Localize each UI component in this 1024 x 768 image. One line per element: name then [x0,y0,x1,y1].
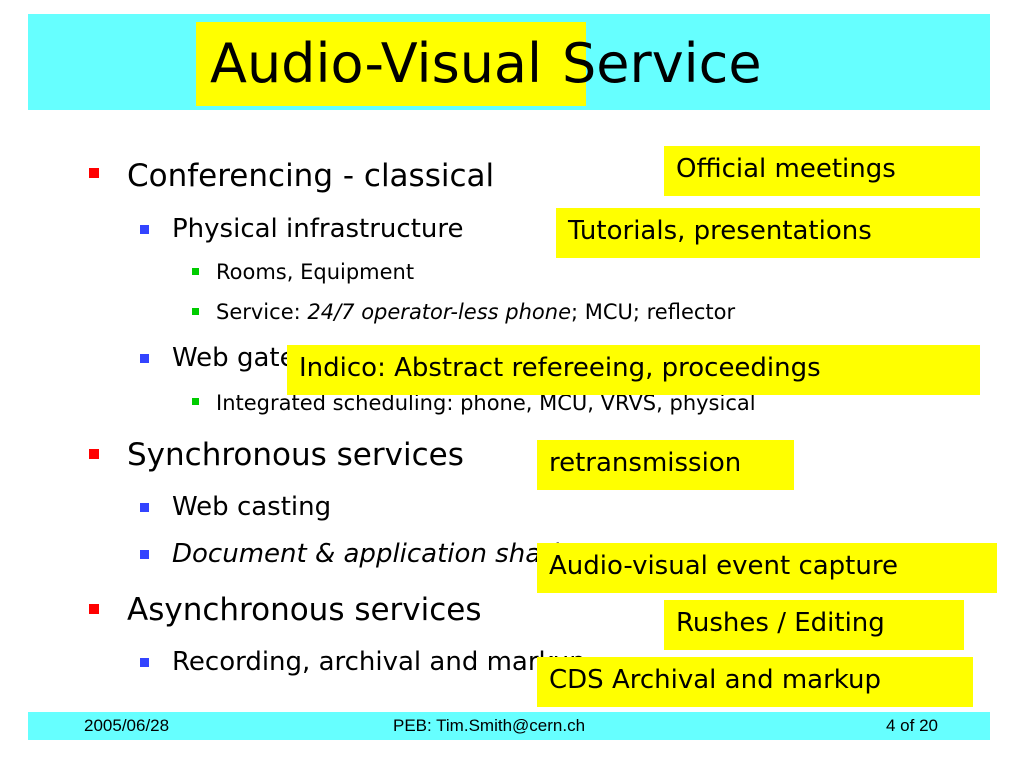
bullet-square-icon [140,225,149,234]
bullet-service: Service: 24/7 operator-less phone; MCU; … [216,298,735,326]
footer-date: 2005/06/28 [84,716,170,735]
callout-official-meetings: Official meetings [664,146,980,196]
bullet-asynchronous: Asynchronous services [127,592,482,628]
bullet-rooms: Rooms, Equipment [216,260,415,284]
bullet-physical: Physical infrastructure [172,214,464,244]
bullet-square-icon [192,398,199,405]
title-highlight [196,22,586,106]
footer-page-number: 4 of 20 [886,716,938,735]
footer-bar: 2005/06/28 PEB: Tim.Smith@cern.ch 4 of 2… [28,712,990,740]
callout-event-capture: Audio-visual event capture [537,543,997,593]
title-part1: Audio-Visual [210,32,543,95]
bullet-conferencing: Conferencing - classical [127,158,495,194]
bullet-square-icon [140,503,149,512]
bullet-square-icon [192,308,199,315]
service-suffix: ; MCU; reflector [570,300,736,324]
bullet-square-icon [89,449,99,459]
bullet-integrated: Integrated scheduling: phone, MCU, VRVS,… [216,391,756,415]
bullet-square-icon [140,354,149,363]
bullet-square-icon [89,604,99,614]
bullet-webcasting: Web casting [172,492,332,522]
document-italic: Document & application sharing [172,539,593,569]
bullet-square-icon [192,268,199,275]
slide-title: Audio-Visual Service [210,28,762,100]
bullet-recording: Recording, archival and markup [172,647,586,677]
callout-retransmission: retransmission [537,440,794,490]
callout-tutorials: Tutorials, presentations [556,208,980,258]
bullet-square-icon [89,168,99,178]
service-italic: 24/7 operator-less phone [307,300,571,324]
service-prefix: Service: [216,300,308,324]
footer-author: PEB: Tim.Smith@cern.ch [393,716,586,735]
callout-cds-archival: CDS Archival and markup [537,657,973,707]
title-part2: Service [562,32,762,95]
bullet-square-icon [140,550,149,559]
bullet-square-icon [140,658,149,667]
bullet-document: Document & application sharing [172,537,592,571]
callout-rushes-editing: Rushes / Editing [664,600,964,650]
bullet-synchronous: Synchronous services [127,437,464,473]
callout-indico: Indico: Abstract refereeing, proceedings [287,345,980,395]
